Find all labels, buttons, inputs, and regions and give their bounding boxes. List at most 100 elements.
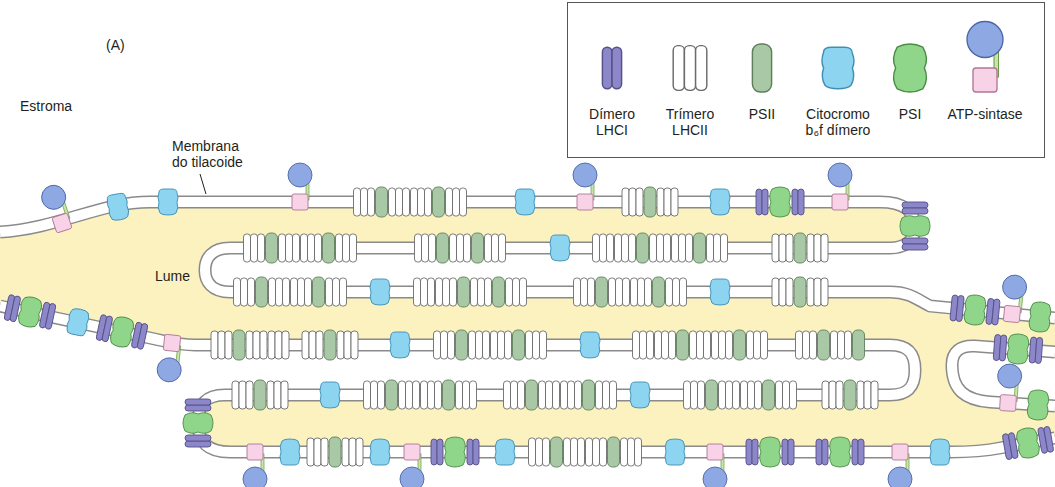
lhcii-trimer (845, 331, 852, 359)
lhcii-trimer (283, 278, 290, 306)
legend-swatch (822, 47, 854, 89)
lhcii-trimer (441, 331, 448, 359)
psi-complex (1028, 301, 1051, 333)
protein-group (400, 444, 424, 487)
protein-group (414, 277, 527, 307)
lhcii-trimer (672, 234, 679, 262)
lhcii-trimer (640, 331, 647, 359)
psi-complex (760, 437, 781, 467)
atp-synthase-head (39, 182, 69, 212)
protein-group (243, 444, 267, 487)
lhcii-trimer (712, 331, 719, 359)
lhcii-trimer (305, 278, 312, 306)
lhci-dimer (999, 335, 1007, 361)
lhcii-trimer (396, 188, 403, 216)
lhcii-trimer (450, 278, 457, 306)
atp-synthase-base (892, 444, 908, 460)
protein-group (431, 437, 479, 467)
lhcii-trimer (540, 331, 547, 359)
protein-group (66, 307, 91, 337)
membrane-core (0, 202, 1055, 318)
atp-synthase-head (967, 22, 1003, 58)
lhcii-trimer (457, 234, 464, 262)
lhcii-trimer (506, 278, 513, 306)
protein-group (183, 399, 213, 447)
lhcii-trimer (564, 438, 571, 466)
lhcii-trimer (836, 381, 843, 409)
lhcii-trimer (755, 381, 762, 409)
psii-complex (694, 233, 706, 263)
lhcii-trimer (607, 234, 614, 262)
psi-complex (894, 44, 927, 92)
membrane-label: Membrana do tilacoide (172, 138, 254, 170)
lhcii-trimer (526, 331, 533, 359)
protein-group (515, 189, 535, 215)
lhci-dimer (822, 439, 828, 465)
lhcii-trimer (664, 188, 671, 216)
lhcii-trimer (246, 331, 253, 359)
lhcii-trimer (600, 234, 607, 262)
lhcii-trimer (485, 234, 492, 262)
protein-group (504, 380, 617, 410)
psii-complex (324, 330, 336, 360)
lhcii-trimer (581, 278, 588, 306)
lhcii-trimer (241, 278, 248, 306)
lhcii-trimer (368, 188, 375, 216)
protein-group (1002, 424, 1054, 462)
lhcii-trimer (244, 234, 251, 262)
lhcii-trimer (650, 234, 657, 262)
psii-complex (376, 187, 388, 217)
lhcii-trimer (436, 278, 443, 306)
lhci-dimer (956, 295, 964, 321)
lhci-dimer (792, 189, 798, 215)
legend-label: ATP-sintase (937, 106, 1033, 122)
psii-complex (456, 330, 468, 360)
lhci-dimer (437, 439, 443, 465)
lhcii-trimer (698, 381, 705, 409)
legend-label: Dímero LHCI (580, 106, 644, 138)
lhcii-trimer (239, 381, 246, 409)
protein-group (684, 380, 797, 410)
lhcii-trimer (719, 381, 726, 409)
lhcii-trimer (491, 331, 498, 359)
lhcii-trimer (333, 278, 340, 306)
lhcii-trimer (309, 331, 316, 359)
lhcii-trimer (536, 438, 543, 466)
lhcii-trimer (772, 278, 779, 306)
protein-group (232, 380, 288, 410)
lhcii-trimer (810, 331, 817, 359)
lhcii-trimer (344, 331, 351, 359)
legend-label: PSII (732, 106, 792, 122)
lhci-dimer (992, 299, 1000, 325)
protein-group (574, 277, 687, 307)
lhcii-trimer (422, 234, 429, 262)
lhcii-trimer (575, 381, 582, 409)
protein-group (756, 187, 804, 217)
lhcii-trimer (719, 331, 726, 359)
lhcii-trimer (446, 188, 453, 216)
lhcii-trimer (647, 331, 654, 359)
membrane-edge (0, 202, 1055, 318)
protein-group (772, 277, 828, 307)
psii-complex (752, 44, 771, 92)
lhcii-trimer (616, 278, 623, 306)
psii-complex (526, 380, 538, 410)
lhcii-trimer (268, 331, 275, 359)
lhcii-trimer (307, 438, 314, 466)
psii-complex (513, 330, 525, 360)
protein-group (307, 437, 363, 467)
protein-group (822, 380, 878, 410)
lhcii-trimer (414, 278, 421, 306)
atp-synthase-base (1003, 305, 1020, 322)
lhci-dimer (902, 208, 928, 214)
lhcii-trimer (679, 234, 686, 262)
cytochrome-b6f (550, 235, 570, 261)
lhcii-trimer (588, 278, 595, 306)
psii-complex (472, 233, 484, 263)
lhcii-trimer (857, 381, 864, 409)
lhcii-trimer (657, 234, 664, 262)
leader-line (200, 174, 206, 194)
protein-group (370, 439, 390, 465)
protein-group (573, 163, 597, 210)
protein-group (622, 187, 678, 217)
